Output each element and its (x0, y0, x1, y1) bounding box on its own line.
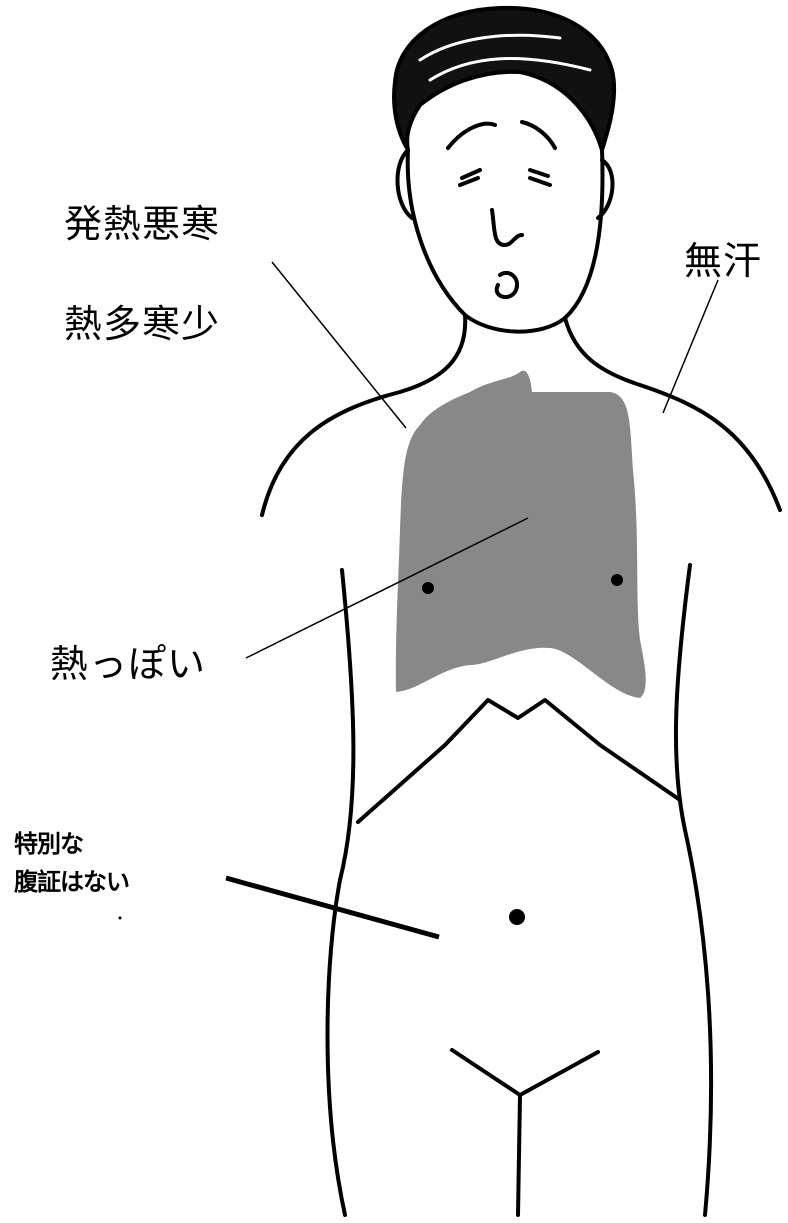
navel (511, 911, 523, 923)
right-eye-lower (530, 170, 548, 176)
label-fever-chills: 発熱悪寒 (64, 205, 220, 243)
left-nipple (422, 582, 434, 594)
mouth (497, 273, 517, 297)
label-abdomen-line1: 特別な (14, 826, 83, 863)
left-eyebrow (448, 124, 495, 148)
left-torso (328, 570, 354, 1215)
ribcage-line (358, 700, 680, 822)
groin (452, 1050, 598, 1095)
right-eyebrow (522, 122, 555, 148)
chest-shading (396, 371, 646, 698)
nose (492, 210, 522, 245)
leg-line (518, 1095, 520, 1215)
label-feverish: 熱っぽい (50, 645, 206, 683)
label-more-heat-less-cold: 熱多寒少 (64, 305, 220, 343)
leader-no-sweat (663, 280, 718, 413)
right-torso (676, 565, 711, 1215)
right-nipple (611, 574, 623, 586)
face-outline (408, 150, 603, 332)
stray-dot (119, 917, 122, 920)
leader-fever-chills (272, 262, 406, 428)
label-no-sweat: 無汗 (684, 242, 762, 280)
hair (394, 8, 614, 150)
right-eye (530, 178, 550, 185)
label-abdomen-line2: 腹証はない (14, 864, 129, 901)
